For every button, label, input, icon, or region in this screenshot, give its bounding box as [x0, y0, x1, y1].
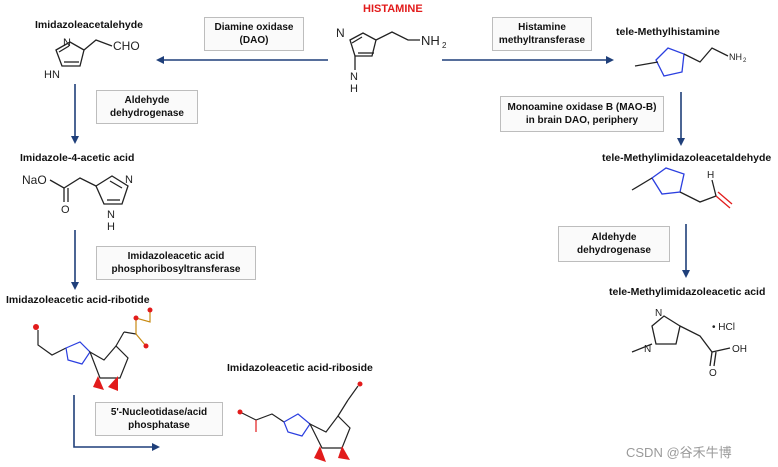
label-imidazoleacetaldehyde: Imidazoleacetalehyde	[35, 19, 143, 31]
ribotide-wedge-left	[93, 376, 104, 390]
methylhistamine-nh2: NH	[729, 52, 742, 62]
enzyme-box-maob: Monoamine oxidase B (MAO-B) in brain DAO…	[500, 96, 664, 132]
tele-acid-n-top: N	[655, 308, 662, 319]
enzyme-nucleotidase-line2: phosphatase	[128, 420, 190, 431]
enzyme-aldh-left-line1: Aldehyde	[124, 95, 170, 106]
riboside-o-left	[237, 409, 243, 415]
label-tele-methylhistamine: tele-Methylhistamine	[616, 26, 720, 38]
acetic-nao: NaO	[22, 173, 47, 187]
acetic-o: O	[61, 204, 70, 216]
methylhistamine-nh2-sub: 2	[743, 58, 747, 64]
riboside-wedge-right	[338, 446, 350, 460]
enzyme-dao-line2: (DAO)	[239, 35, 269, 46]
arrow-nucleotidase	[73, 395, 160, 451]
aldehyde-n: N	[63, 37, 71, 49]
histamine-structure	[349, 31, 420, 70]
riboside-structure	[239, 385, 359, 449]
diagram-title: HISTAMINE	[363, 3, 423, 15]
enzyme-aldh-right-line2: dehydrogenase	[577, 245, 651, 256]
enzyme-maob-line2: in brain DAO, periphery	[525, 115, 639, 126]
riboside-oh-top	[357, 381, 363, 387]
enzyme-maob-line1: Monoamine oxidase B (MAO-B)	[507, 102, 657, 113]
tele-acid-hcl: • HCl	[712, 322, 735, 333]
label-tele-methylimidazoleacetic-acid: tele-Methylimidazoleacetic acid	[609, 286, 766, 298]
histamine-n: N	[336, 26, 345, 40]
histamine-nh2: NH	[421, 33, 440, 48]
histamine-nh-h: H	[350, 83, 358, 95]
enzyme-dao-line1: Diamine oxidase	[214, 22, 294, 33]
label-tele-methylimidazoleacetaldehyde: tele-Methylimidazoleacetaldehyde	[602, 152, 772, 164]
imidazoleacetaldehyde-structure	[55, 39, 113, 67]
label-ribotide: Imidazoleacetic acid-ribotide	[6, 294, 150, 306]
tele-acid-oh: OH	[732, 344, 747, 355]
aldehyde-cho: CHO	[113, 39, 140, 53]
acetic-n-top: N	[125, 174, 133, 186]
enzyme-hmt-line2: methyltransferase	[498, 35, 586, 46]
enzyme-box-aldh-right: Aldehyde dehydrogenase	[558, 226, 670, 262]
enzyme-box-nucleotidase: 5'-Nucleotidase/acid phosphatase	[95, 402, 223, 436]
label-riboside: Imidazoleacetic acid-riboside	[227, 362, 373, 374]
ribotide-oh-atom	[33, 324, 39, 330]
tele-methylhistamine-structure	[634, 47, 729, 77]
tele-methylimidazoleacetaldehyde-structure	[631, 167, 733, 209]
ribotide-p-oh1	[133, 315, 139, 321]
enzyme-box-dao: Diamine oxidase (DAO)	[204, 17, 304, 51]
enzyme-aldh-left-line2: dehydrogenase	[110, 108, 184, 119]
histamine-nh-n: N	[350, 71, 358, 83]
enzyme-aldh-right-line1: Aldehyde	[591, 232, 637, 243]
ribotide-structure	[37, 310, 151, 379]
enzyme-prt-line1: Imidazoleacetic acid	[127, 251, 225, 262]
imidazole-acetic-structure	[49, 175, 129, 205]
acetic-h: H	[107, 221, 115, 233]
enzyme-box-aldh-left: Aldehyde dehydrogenase	[96, 90, 198, 124]
label-imidazole-4-acetic-acid: Imidazole-4-acetic acid	[20, 152, 135, 164]
enzyme-nucleotidase-line1: 5'-Nucleotidase/acid	[110, 407, 208, 418]
tele-methylimidazoleacetic-structure	[631, 315, 731, 367]
enzyme-box-hmt: Histamine methyltransferase	[492, 17, 592, 51]
ribotide-p-oh2	[147, 307, 153, 313]
ribotide-p-oh3	[143, 343, 149, 349]
enzyme-prt-line2: phosphoribosyltransferase	[111, 264, 241, 275]
histamine-nh2-sub: 2	[442, 41, 447, 50]
enzyme-hmt-line1: Histamine	[518, 22, 566, 33]
aldehyde-h-right: H	[707, 170, 714, 181]
riboside-wedge-left	[314, 446, 326, 462]
enzyme-box-prt: Imidazoleacetic acid phosphoribosyltrans…	[96, 246, 256, 280]
ribotide-wedge-right	[108, 376, 118, 391]
aldehyde-hn: HN	[44, 69, 60, 81]
tele-acid-n-bottom: N	[644, 344, 651, 355]
acetic-n-bottom: N	[107, 209, 115, 221]
watermark: CSDN @谷禾牛博	[626, 445, 732, 460]
tele-acid-o: O	[709, 368, 717, 379]
